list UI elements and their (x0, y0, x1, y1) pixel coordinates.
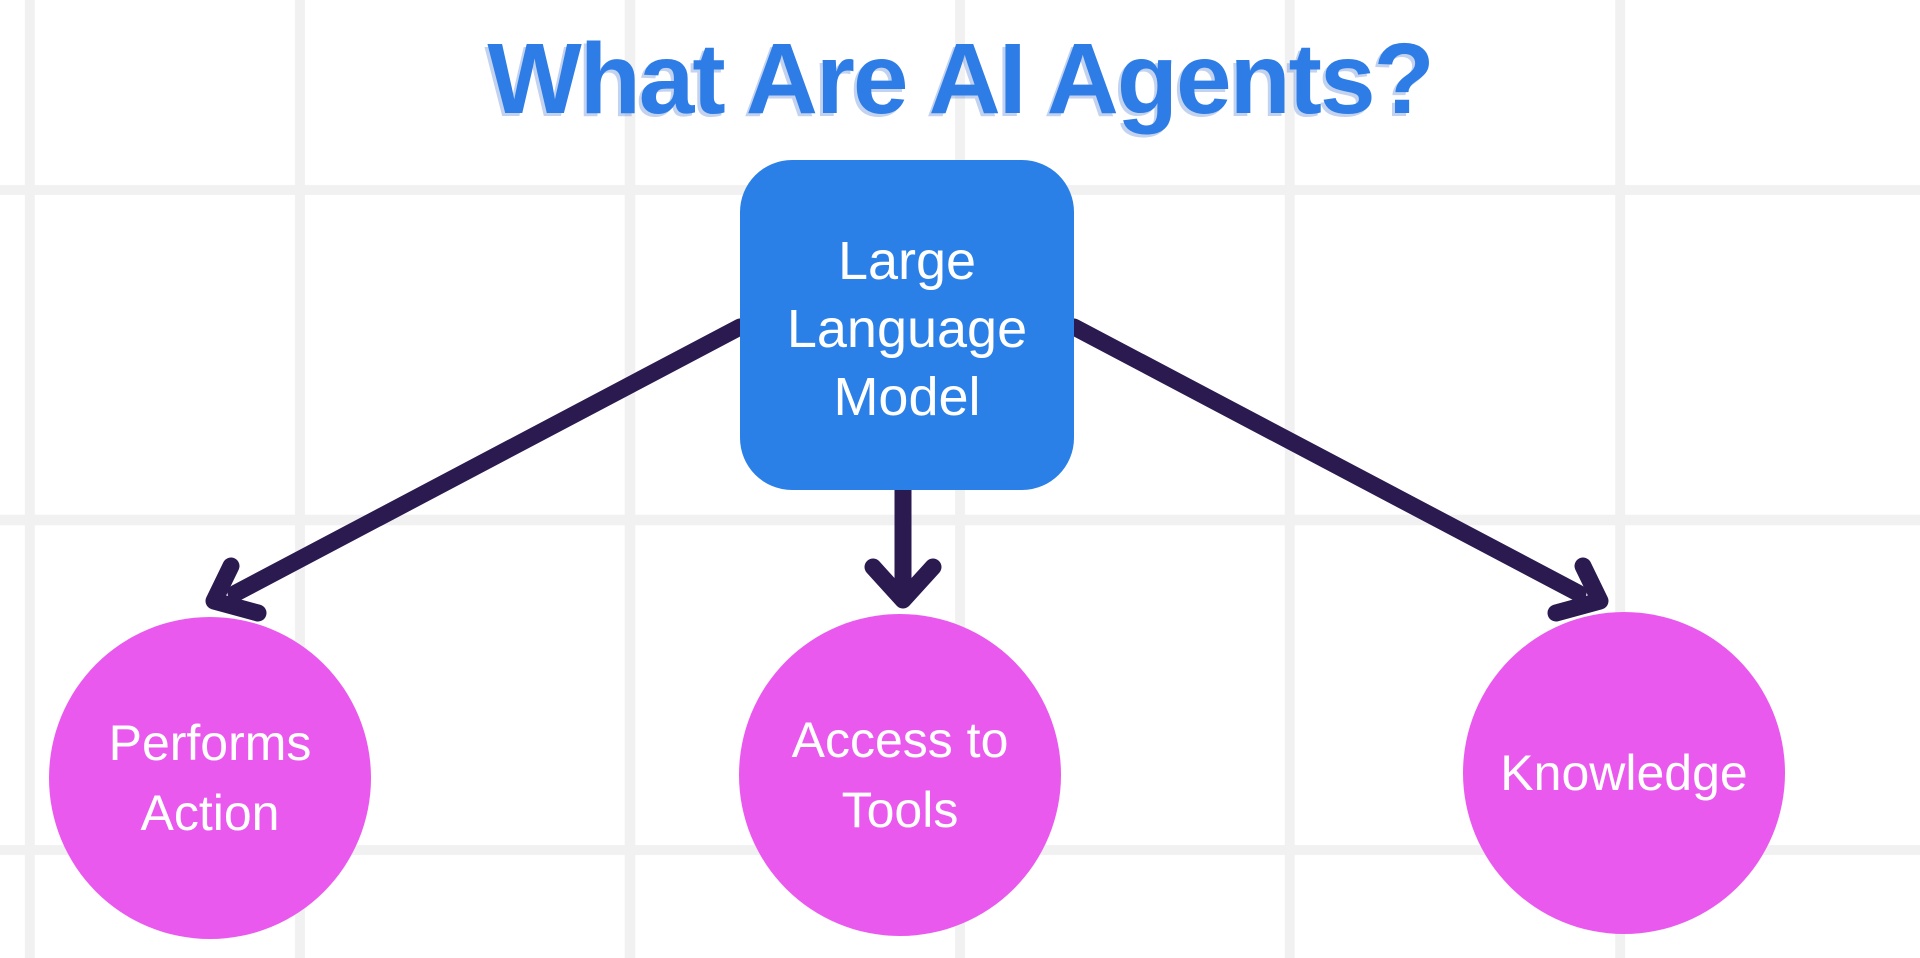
node-label-line: Language (786, 299, 1028, 359)
node-label-line: Performs (108, 715, 312, 771)
arrow-to-access-to-tools (864, 480, 942, 609)
node-label-line: Tools (841, 782, 959, 838)
node-label-line: Access to (791, 712, 1009, 768)
node-label-line: Action (140, 785, 280, 841)
arrow-to-performs-action (205, 318, 749, 622)
node-access-to-tools: Access to Tools (739, 614, 1061, 936)
arrow-to-knowledge (1065, 318, 1609, 622)
node-label-line: Model (833, 367, 981, 427)
node-performs-action: Performs Action (49, 617, 371, 939)
node-label-line: Large (837, 231, 977, 291)
node-label-line: Knowledge (1500, 745, 1748, 801)
node-large-language-model: Large Language Model (740, 160, 1074, 490)
diagram-title: What Are AI Agents? (487, 23, 1434, 135)
node-knowledge: Knowledge (1463, 612, 1785, 934)
